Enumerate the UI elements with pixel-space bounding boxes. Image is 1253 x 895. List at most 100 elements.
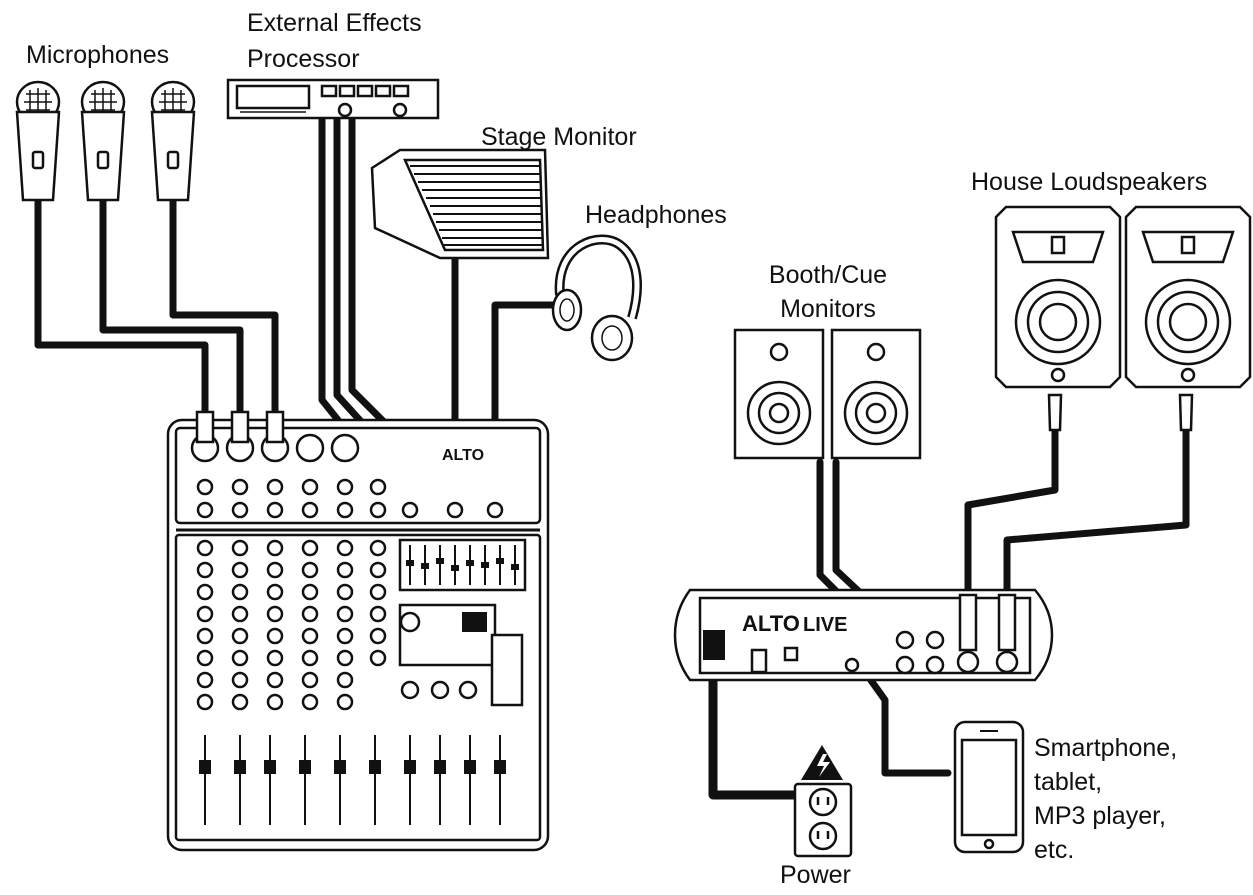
channel-knob bbox=[369, 561, 387, 579]
headphones-cable bbox=[491, 301, 559, 474]
mixer-rear-panel: ALTO LIVE bbox=[673, 588, 1054, 682]
studio-monitor-icon bbox=[733, 328, 922, 460]
channel-knob bbox=[369, 539, 387, 557]
channel-knob bbox=[336, 605, 354, 623]
label-booth-line1: Booth/Cue bbox=[768, 261, 888, 289]
label-smart-line4: etc. bbox=[1034, 836, 1075, 864]
channel-knob bbox=[231, 583, 249, 601]
channel-knob bbox=[196, 693, 214, 711]
channel-knob bbox=[369, 627, 387, 645]
fader-cap bbox=[199, 760, 211, 774]
channel-knob bbox=[196, 539, 214, 557]
channel-knob bbox=[369, 583, 387, 601]
fader-cap bbox=[494, 760, 506, 774]
channel-knob bbox=[231, 671, 249, 689]
jack-row bbox=[196, 478, 504, 519]
rear-model: LIVE bbox=[803, 614, 847, 636]
mic2-cable bbox=[99, 196, 244, 419]
channel-knob bbox=[301, 649, 319, 667]
power-outlet-icon bbox=[793, 782, 853, 858]
channel-knob bbox=[301, 561, 319, 579]
rack-processor-icon bbox=[226, 78, 440, 120]
fader-cap bbox=[299, 760, 311, 774]
channel-knob bbox=[266, 649, 284, 667]
mixer-top-view: ALTO bbox=[166, 410, 550, 852]
fader-cap bbox=[334, 760, 346, 774]
microphone-icon bbox=[15, 80, 196, 202]
channel-knob bbox=[196, 627, 214, 645]
house-left-cable bbox=[964, 426, 1059, 602]
channel-knob bbox=[231, 693, 249, 711]
channel-knob bbox=[231, 649, 249, 667]
channel-knob bbox=[336, 671, 354, 689]
channel-knob bbox=[301, 627, 319, 645]
label-effects-line1: External Effects bbox=[247, 9, 422, 37]
channel-knob bbox=[266, 539, 284, 557]
headphones-icon bbox=[551, 234, 642, 362]
channel-knob bbox=[266, 671, 284, 689]
power-cable bbox=[708, 660, 805, 800]
label-smart-line1: Smartphone, bbox=[1034, 734, 1178, 762]
channel-knob bbox=[336, 627, 354, 645]
fader-cap bbox=[434, 760, 446, 774]
label-microphones: Microphones bbox=[26, 41, 170, 69]
channel-knob bbox=[301, 693, 319, 711]
fader-cap bbox=[464, 760, 476, 774]
channel-knob bbox=[196, 649, 214, 667]
mic1-cable bbox=[34, 196, 209, 419]
channel-knob bbox=[266, 605, 284, 623]
pa-speaker-icon bbox=[994, 205, 1252, 432]
channel-knob bbox=[301, 583, 319, 601]
house-right-cable bbox=[1003, 426, 1190, 602]
channel-knobs bbox=[196, 539, 387, 711]
faders bbox=[199, 735, 506, 825]
mic-inputs bbox=[190, 410, 360, 463]
channel-knob bbox=[369, 605, 387, 623]
label-headphones: Headphones bbox=[585, 201, 727, 229]
channel-knob bbox=[231, 627, 249, 645]
channel-knob bbox=[336, 693, 354, 711]
channel-knob bbox=[196, 671, 214, 689]
wedge-monitor-icon bbox=[370, 148, 550, 260]
label-smart-line3: MP3 player, bbox=[1034, 802, 1167, 830]
channel-knob bbox=[369, 649, 387, 667]
channel-knob bbox=[266, 627, 284, 645]
fader-cap bbox=[234, 760, 246, 774]
power-inlet bbox=[703, 630, 725, 660]
channel-knob bbox=[231, 605, 249, 623]
channel-knob bbox=[196, 605, 214, 623]
channel-knob bbox=[336, 649, 354, 667]
high-voltage-warning-icon bbox=[801, 745, 843, 780]
channel-knob bbox=[196, 583, 214, 601]
smartphone-icon bbox=[953, 720, 1025, 854]
channel-knob bbox=[301, 539, 319, 557]
channel-knob bbox=[336, 539, 354, 557]
channel-knob bbox=[231, 561, 249, 579]
graphic-eq bbox=[398, 538, 527, 592]
power-switch bbox=[750, 648, 768, 674]
aux-cable bbox=[856, 661, 952, 777]
channel-knob bbox=[196, 561, 214, 579]
channel-knob bbox=[266, 693, 284, 711]
channel-knob bbox=[266, 561, 284, 579]
channel-knob bbox=[336, 583, 354, 601]
channel-knob bbox=[336, 561, 354, 579]
fader-cap bbox=[264, 760, 276, 774]
label-booth-line2: Monitors bbox=[780, 295, 876, 323]
channel-knob bbox=[231, 539, 249, 557]
fader-cap bbox=[369, 760, 381, 774]
level-meter bbox=[490, 633, 524, 707]
mic3-cable bbox=[169, 196, 279, 419]
label-power: Power bbox=[780, 861, 851, 889]
mic-cables bbox=[34, 196, 279, 419]
label-smart-line2: tablet, bbox=[1034, 768, 1103, 796]
fader-cap bbox=[404, 760, 416, 774]
label-stage-monitor: Stage Monitor bbox=[481, 123, 637, 151]
label-effects-line2: Processor bbox=[247, 45, 360, 73]
channel-knob bbox=[301, 671, 319, 689]
channel-knob bbox=[301, 605, 319, 623]
channel-knob bbox=[266, 583, 284, 601]
mixer-logo: ALTO bbox=[442, 447, 484, 464]
